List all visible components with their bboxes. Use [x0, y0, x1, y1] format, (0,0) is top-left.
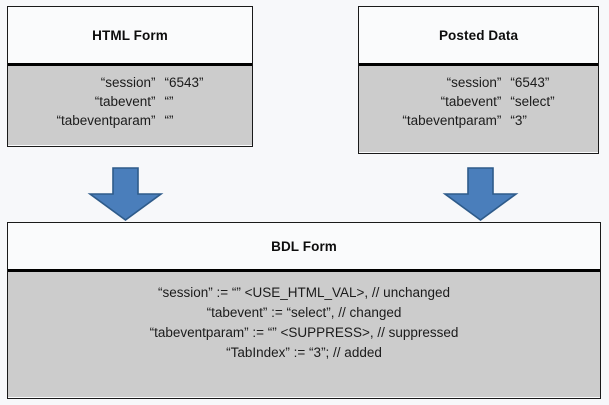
html-form-body: “session” “6543” “tabevent” “” “tabevent…	[8, 66, 252, 145]
bdl-form-title: BDL Form	[271, 238, 337, 254]
html-form-title: HTML Form	[92, 27, 168, 43]
field-key: “tabeventparam”	[56, 113, 156, 128]
posted-data-header: Posted Data	[359, 7, 598, 66]
posted-data-body: “session” “6543” “tabevent” “select” “ta…	[359, 66, 598, 152]
list-item: “tabeventparam” := “” <SUPPRESS>, // sup…	[149, 325, 459, 340]
html-form-field-table: “session” “6543” “tabevent” “” “tabevent…	[56, 73, 203, 130]
field-value: “3”	[510, 113, 527, 128]
table-row: “tabevent” “select”	[402, 92, 555, 111]
field-value: “6543”	[164, 75, 204, 90]
field-key: “tabevent”	[440, 94, 502, 109]
table-row: “tabevent” “”	[56, 92, 203, 111]
bdl-statement-list: “session” := “” <USE_HTML_VAL>, // uncha…	[8, 283, 600, 363]
field-value: “select”	[510, 94, 555, 109]
list-item: “tabevent” := “select”, // changed	[206, 305, 402, 320]
table-row: “session” “6543”	[402, 73, 554, 92]
field-value: “6543”	[510, 75, 550, 90]
arrow-html-form-to-bdl-form	[87, 167, 164, 221]
html-form-header: HTML Form	[8, 7, 252, 66]
list-item: “session” := “” <USE_HTML_VAL>, // uncha…	[157, 285, 451, 300]
arrow-posted-data-to-bdl-form	[442, 167, 519, 221]
posted-data-field-table: “session” “6543” “tabevent” “select” “ta…	[402, 73, 554, 130]
list-item: “TabIndex” := “3”; // added	[226, 345, 382, 360]
posted-data-title: Posted Data	[438, 27, 519, 43]
table-row: “session” “6543”	[56, 73, 204, 92]
field-key: “session”	[100, 75, 156, 90]
posted-data-box: Posted Data “session” “6543” “tabevent” …	[358, 6, 599, 154]
html-form-box: HTML Form “session” “6543” “tabevent” “”…	[7, 6, 253, 147]
field-key: “tabeventparam”	[402, 113, 502, 128]
field-value: “”	[164, 94, 174, 109]
bdl-form-box: BDL Form “session” := “” <USE_HTML_VAL>,…	[7, 222, 601, 399]
table-row: “tabeventparam” “”	[56, 111, 203, 130]
field-key: “tabevent”	[94, 94, 156, 109]
bdl-form-body: “session” := “” <USE_HTML_VAL>, // uncha…	[8, 272, 600, 397]
table-row: “tabeventparam” “3”	[402, 111, 554, 130]
field-value: “”	[164, 113, 174, 128]
bdl-form-header: BDL Form	[8, 223, 600, 272]
field-key: “session”	[446, 75, 502, 90]
